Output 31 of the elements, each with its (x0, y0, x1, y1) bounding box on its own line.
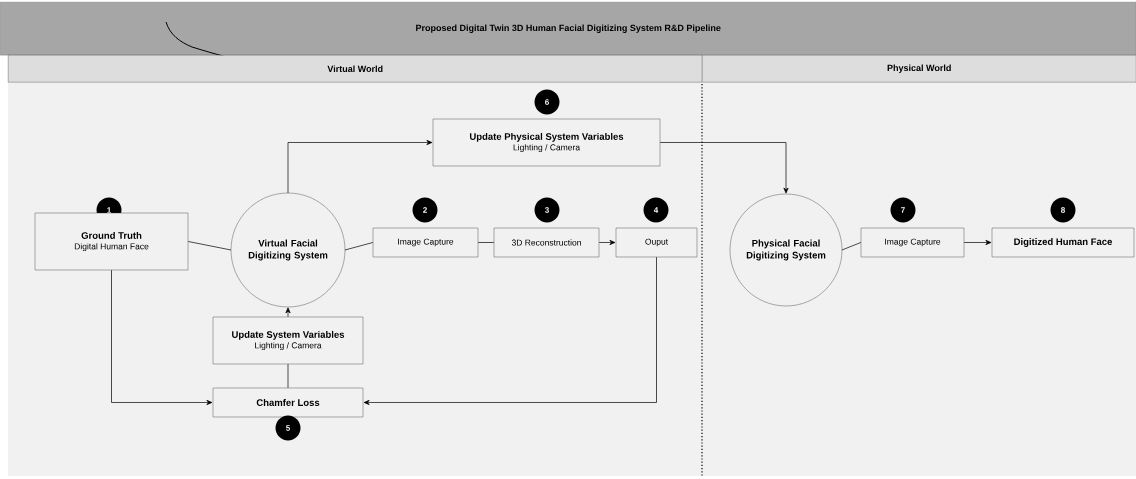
process-box: Update System Variables Lighting / Camera (212, 316, 364, 365)
arrow (363, 256, 657, 406)
connector-line (287, 363, 289, 389)
connector-line (344, 242, 374, 251)
process-box: Chamfer Loss (212, 387, 364, 418)
number-badge: 6 (534, 89, 560, 115)
lane-header: Physical World (702, 55, 1136, 83)
process-box: Image Capture (860, 227, 965, 258)
lane-header: Virtual World (8, 55, 703, 83)
arrow (285, 307, 291, 318)
number-badge: 8 (1050, 197, 1076, 223)
process-box: Digitized Human Face (991, 227, 1135, 258)
number-badge: 5 (275, 415, 301, 441)
arrow (111, 269, 213, 406)
arrow (659, 142, 789, 194)
connector-line (187, 241, 232, 251)
connector-line (477, 242, 495, 243)
process-box: Image Capture (372, 227, 479, 258)
connector-line (841, 242, 862, 251)
arrow (598, 239, 616, 245)
arrow (963, 239, 992, 245)
number-badge: 2 (412, 197, 438, 223)
process-box: Ground Truth Digital Human Face (34, 212, 189, 271)
process-box: Ouput (615, 227, 698, 258)
number-badge: 7 (890, 197, 916, 223)
number-badge: 3 (534, 197, 560, 223)
title-bar: Proposed Digital Twin 3D Human Facial Digitizing System R&D Pipeline (0, 2, 1136, 56)
number-badge: 4 (643, 197, 669, 223)
process-box: Update Physical System Variables Lighting / Camera (432, 118, 661, 167)
process-box: 3D Reconstruction (493, 227, 600, 258)
arrow (287, 139, 433, 194)
